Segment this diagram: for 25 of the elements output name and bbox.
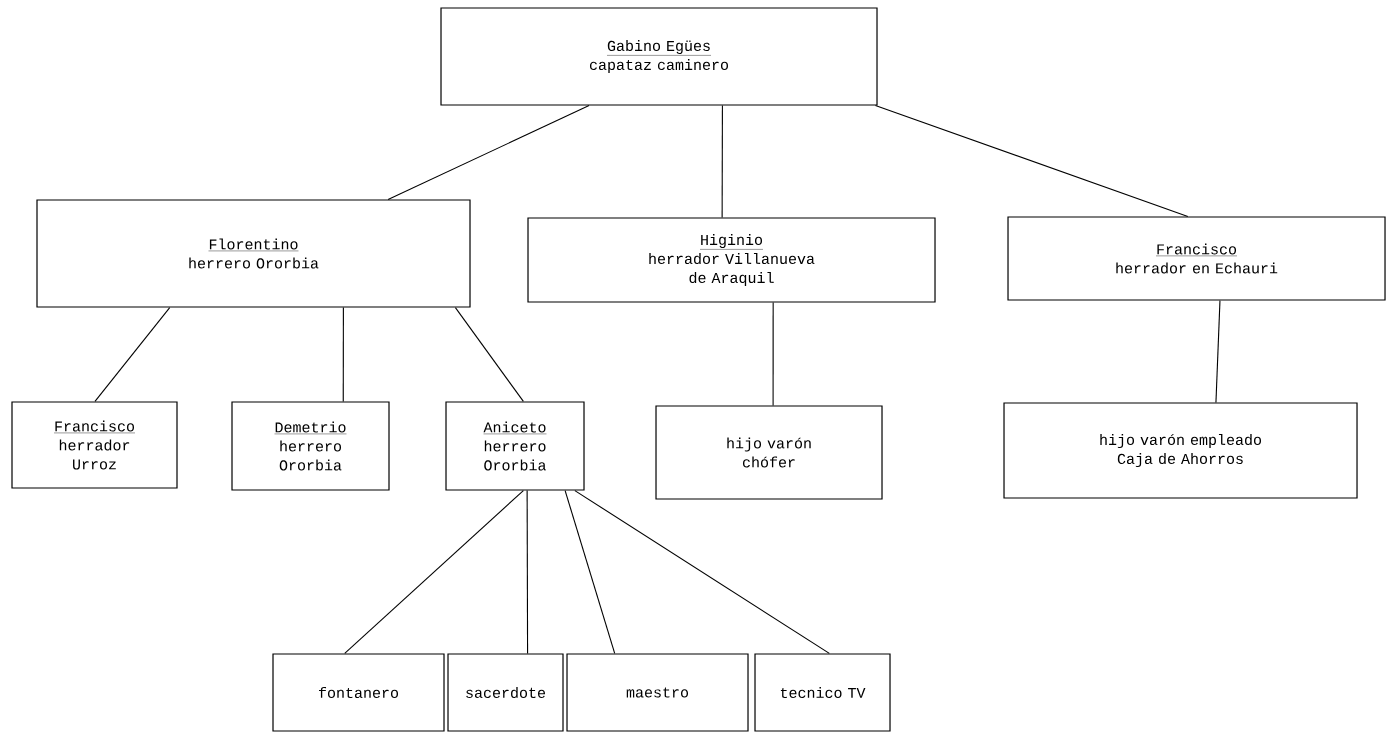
connector-line [772,302,774,406]
connector-line [94,307,171,402]
person-box: Higinio herrador Villanueva de Araquil [527,217,936,303]
connector-line [526,490,529,654]
person-box: maestro [566,653,749,732]
connector-line [342,307,344,402]
person-box: Gabino Egües capataz caminero [440,7,878,106]
person-box: Florentino herrero Ororbia [36,199,471,308]
connector-line [564,490,616,654]
person-box: Aniceto herrero Ororbia [445,401,585,491]
person-box: Demetrio herrero Ororbia [231,401,390,491]
person-box: sacerdote [447,653,564,732]
connector-line [454,307,524,402]
person-box: hijo varón empleado Caja de Ahorros [1003,402,1358,499]
connector-line [874,105,1189,217]
person-box: Francisco herrador en Echauri [1007,216,1386,301]
connector-line [721,105,723,218]
connector-line [387,105,590,200]
person-box: Francisco herrador Urroz [11,401,178,489]
connector-line [344,490,524,654]
connector-line [574,490,830,654]
person-box: tecnico TV [754,653,891,732]
connector-line [1215,300,1221,403]
person-box: fontanero [272,653,445,732]
person-box: hijo varón chófer [655,405,883,500]
